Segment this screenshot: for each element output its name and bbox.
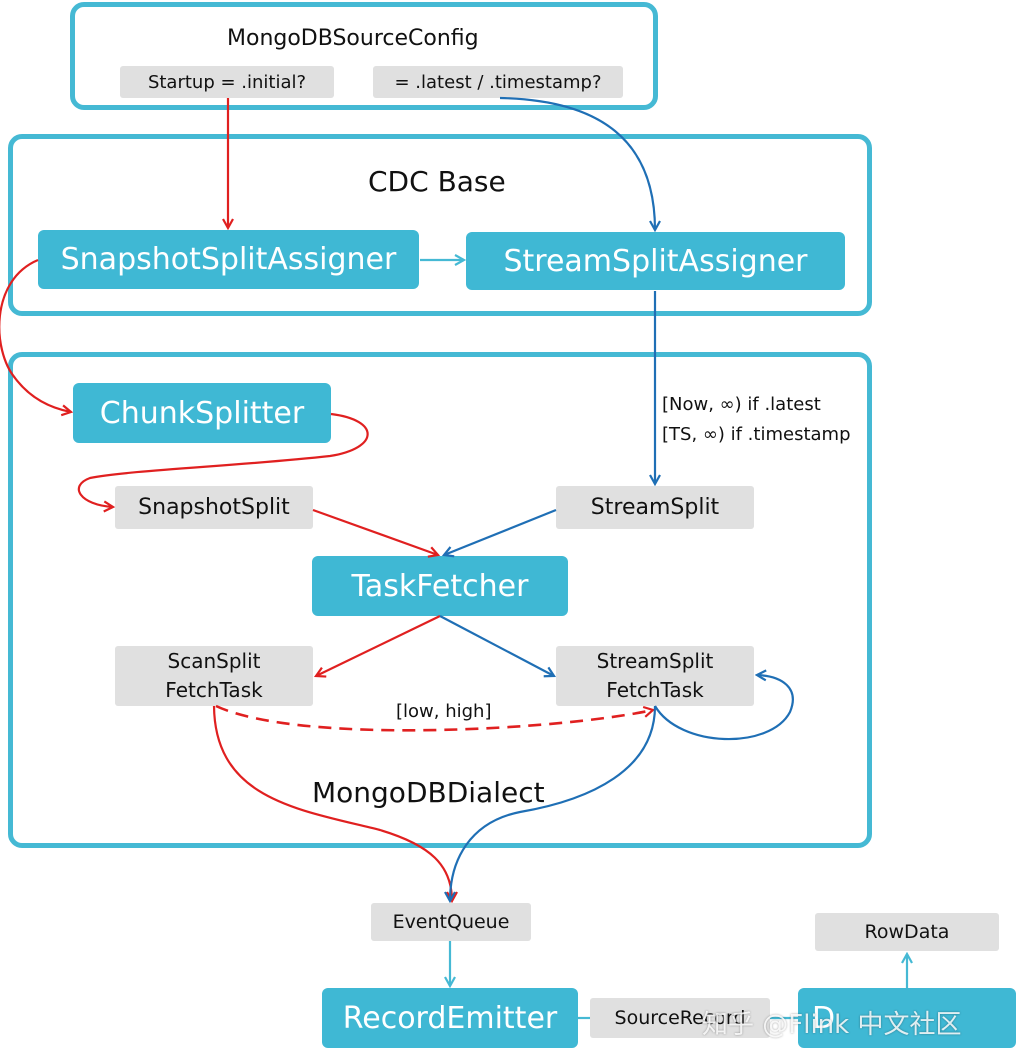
config-title: MongoDBSourceConfig	[227, 26, 479, 51]
record-emitter-box: RecordEmitter	[322, 988, 578, 1048]
cdc-base-title: CDC Base	[368, 165, 506, 198]
stream-task-line2: FetchTask	[606, 678, 704, 702]
range-latest-label: [Now, ∞) if .latest	[662, 394, 821, 415]
source-record-chip: SourceRecord	[590, 998, 770, 1038]
scan-task-line2: FetchTask	[165, 678, 263, 702]
stream-task-line1: StreamSplit	[596, 649, 714, 673]
low-high-label: [low, high]	[396, 701, 492, 722]
scan-split-fetch-task-chip: ScanSplit FetchTask	[115, 646, 313, 706]
chunk-splitter-box: ChunkSplitter	[73, 383, 331, 443]
snapshot-split-chip: SnapshotSplit	[115, 486, 313, 529]
row-data-chip: RowData	[815, 913, 999, 951]
cdc-base-frame	[8, 134, 872, 316]
deserializer-box: D	[798, 988, 1016, 1048]
startup-latest-chip: = .latest / .timestamp?	[373, 66, 623, 98]
stream-split-assigner-box: StreamSplitAssigner	[466, 232, 845, 290]
range-timestamp-label: [TS, ∞) if .timestamp	[662, 424, 851, 445]
scan-task-line1: ScanSplit	[167, 649, 261, 673]
watermark-text: 知乎 @Flink 中文社区	[702, 1010, 962, 1040]
snapshot-split-assigner-box: SnapshotSplitAssigner	[38, 230, 419, 289]
stream-split-chip: StreamSplit	[556, 486, 754, 529]
config-frame	[70, 2, 658, 110]
startup-initial-chip: Startup = .initial?	[120, 66, 334, 98]
task-fetcher-box: TaskFetcher	[312, 556, 568, 616]
event-queue-chip: EventQueue	[371, 903, 531, 941]
dialect-title: MongoDBDialect	[312, 776, 545, 809]
stream-split-fetch-task-chip: StreamSplit FetchTask	[556, 646, 754, 706]
